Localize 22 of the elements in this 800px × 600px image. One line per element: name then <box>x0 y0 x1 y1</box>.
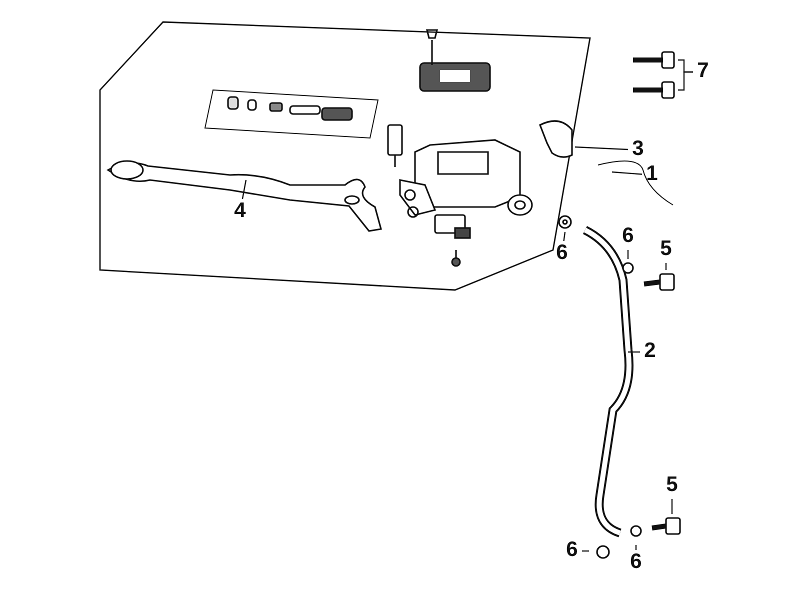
callout-number: 7 <box>693 59 713 85</box>
callout-number: 6 <box>626 550 646 576</box>
leader-line <box>671 499 673 514</box>
leader-line <box>678 71 693 91</box>
leader-line <box>563 232 566 242</box>
leader-line <box>612 171 642 175</box>
callout-number: 6 <box>618 224 638 250</box>
callout-number: 3 <box>628 137 648 163</box>
callout-number: 6 <box>562 538 582 564</box>
callout-number: 5 <box>662 473 682 499</box>
callout-number: 4 <box>230 199 250 225</box>
leader-line <box>628 351 640 353</box>
leader-line <box>582 550 589 552</box>
callout-number: 1 <box>642 162 662 188</box>
leader-line <box>627 250 629 259</box>
leader-line <box>574 146 628 150</box>
callout-number: 6 <box>552 241 572 267</box>
leader-line <box>665 263 667 270</box>
callout-number: 5 <box>656 237 676 263</box>
leader-line <box>635 545 637 550</box>
leader-line <box>242 180 247 200</box>
callout-number: 2 <box>640 339 660 365</box>
